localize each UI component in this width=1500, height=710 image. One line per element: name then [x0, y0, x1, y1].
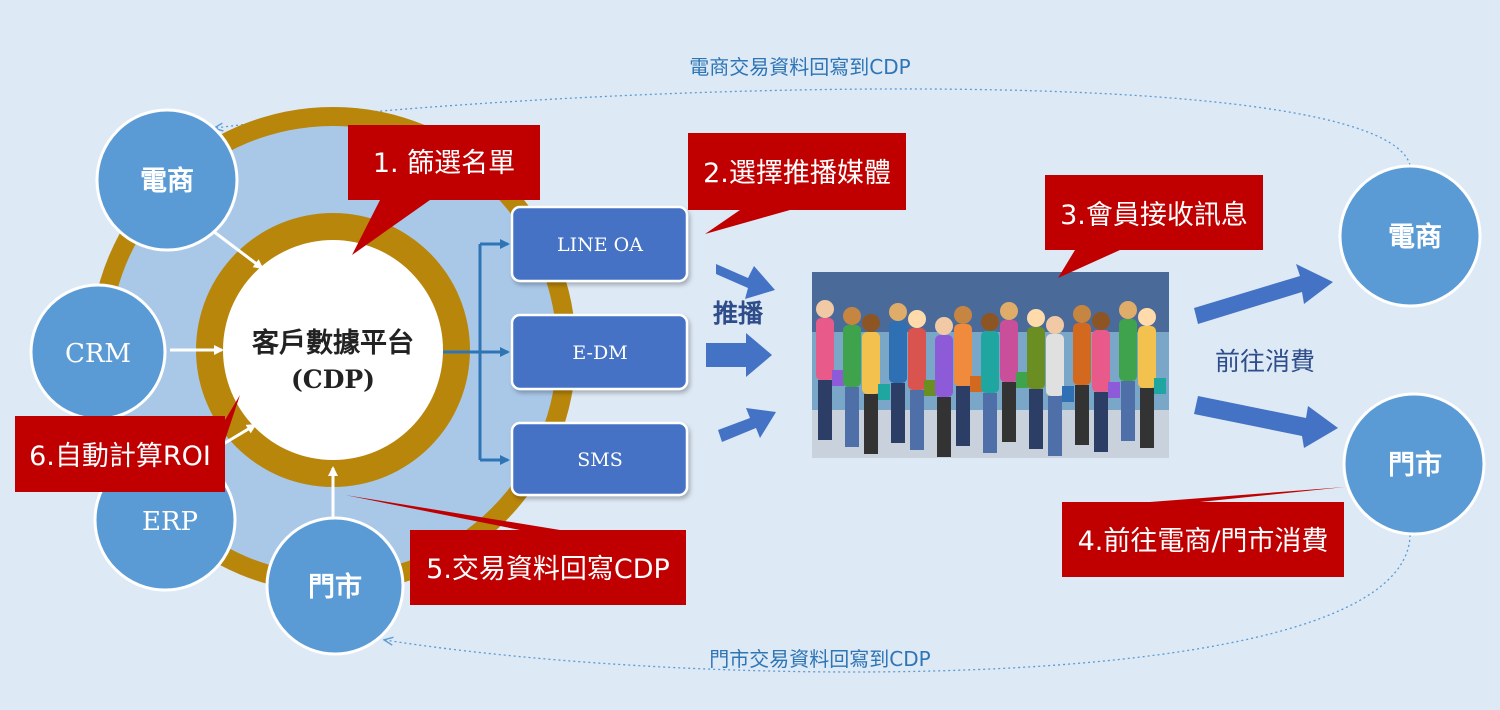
channel-sms[interactable]: SMS	[510, 421, 689, 497]
crowd-figure-head	[1046, 316, 1064, 334]
crowd-figure-body	[843, 325, 861, 387]
crowd-figure-body	[1027, 327, 1045, 389]
crowd-figure-legs	[1140, 388, 1154, 448]
crowd-figure-body	[1119, 319, 1137, 381]
crowd-figure-body	[954, 324, 972, 386]
crowd-figure-head	[1138, 308, 1156, 326]
crowd-figure-legs	[1048, 396, 1062, 456]
crowd-figure-head	[1073, 305, 1091, 323]
go-consume-label: 前往消費	[1215, 347, 1315, 376]
feedback-curve-bottom	[385, 529, 1411, 673]
crowd-figure-legs	[1121, 381, 1135, 441]
dest-store-label: 門市	[1388, 449, 1442, 481]
crowd-figure-body	[1092, 330, 1110, 392]
dest-ecommerce-label: 電商	[1388, 222, 1442, 253]
crowd-figure-head	[862, 314, 880, 332]
crowd-figure-body	[1046, 334, 1064, 396]
crowd-figure-legs	[864, 394, 878, 454]
crowd-figure-head	[1000, 302, 1018, 320]
crowd-shopping-bag	[970, 376, 982, 392]
channel-line-oa[interactable]: LINE OA	[510, 205, 689, 283]
crowd-figure-legs	[956, 386, 970, 446]
crowd-figure-legs	[891, 383, 905, 443]
crowd-figure-legs	[818, 380, 832, 440]
dest-node-ecommerce[interactable]: 電商	[1338, 164, 1482, 308]
push-label: 推播	[713, 299, 764, 328]
crowd-figure-head	[889, 303, 907, 321]
callout-step3: 3.會員接收訊息	[1045, 175, 1263, 278]
crowd-figure-head	[1119, 301, 1137, 319]
crowd-figure-body	[862, 332, 880, 394]
callout-step2-text: 2.選擇推播媒體	[703, 158, 891, 189]
source-store-label: 門市	[308, 571, 362, 603]
source-node-ecommerce[interactable]: 電商	[95, 108, 239, 252]
source-node-crm[interactable]: CRM	[29, 283, 167, 421]
crowd-shopping-bag	[1154, 378, 1166, 394]
crowd-figure-legs	[1002, 382, 1016, 442]
crowd-figure-body	[935, 335, 953, 397]
crowd-figure-body	[908, 328, 926, 390]
source-ecommerce-label: 電商	[140, 166, 194, 197]
crowd-figure-head	[954, 306, 972, 324]
feedback-label-bottom: 門市交易資料回寫到CDP	[709, 647, 930, 671]
members-crowd-image	[812, 272, 1169, 458]
crowd-figure-body	[1000, 320, 1018, 382]
feedback-curve-top	[215, 88, 1411, 166]
callout-step5: 5.交易資料回寫CDP	[345, 495, 686, 605]
crowd-figure-legs	[845, 387, 859, 447]
callout-step1-text: 1. 篩選名單	[373, 148, 515, 179]
push-arrow-down	[718, 408, 776, 442]
callout-step4-text: 4.前往電商/門市消費	[1078, 526, 1329, 557]
crowd-figure-head	[981, 313, 999, 331]
crowd-shopping-bag	[832, 370, 844, 386]
channel-line-label: LINE OA	[557, 234, 643, 256]
push-arrow-mid	[706, 333, 772, 377]
crowd-figure-legs	[1094, 392, 1108, 452]
cdp-abbr: (CDP)	[291, 365, 375, 394]
cdp-core	[223, 240, 443, 460]
crowd-figure-head	[935, 317, 953, 335]
crowd-figure-legs	[1029, 389, 1043, 449]
callout-step2: 2.選擇推播媒體	[688, 133, 906, 234]
feedback-label-top: 電商交易資料回寫到CDP	[689, 55, 910, 79]
crowd-figure-legs	[937, 397, 951, 457]
callout-step1: 1. 篩選名單	[348, 125, 540, 255]
callout-step5-text: 5.交易資料回寫CDP	[426, 554, 670, 585]
crowd-shopping-bag	[1062, 386, 1074, 402]
crowd-figure-legs	[910, 390, 924, 450]
push-arrow-up	[716, 264, 775, 299]
consume-arrow-up	[1194, 264, 1333, 324]
crowd-figure-head	[908, 310, 926, 328]
consume-arrow-down	[1194, 396, 1338, 448]
crowd-figure-legs	[983, 393, 997, 453]
crowd-shopping-bag	[878, 384, 890, 400]
crowd-figure-body	[816, 318, 834, 380]
crowd-shopping-bag	[924, 380, 936, 396]
channel-edm[interactable]: E-DM	[510, 313, 689, 391]
source-erp-label: ERP	[142, 507, 198, 537]
crowd-figure-head	[1092, 312, 1110, 330]
source-node-store[interactable]: 門市	[265, 516, 405, 656]
crowd-figure-head	[816, 300, 834, 318]
callout-step6-text: 6.自動計算ROI	[29, 441, 211, 472]
callout-step3-text: 3.會員接收訊息	[1060, 200, 1248, 231]
crowd-figure-body	[1138, 326, 1156, 388]
cdp-name: 客戶數據平台	[252, 327, 414, 359]
callout-step4: 4.前往電商/門市消費	[1062, 487, 1345, 577]
crowd-shopping-bag	[1108, 382, 1120, 398]
crowd-figure-body	[889, 321, 907, 383]
crowd-figure-legs	[1075, 385, 1089, 445]
crowd-figure-head	[1027, 309, 1045, 327]
callout-step6: 6.自動計算ROI	[15, 395, 240, 492]
crowd-figure-body	[1073, 323, 1091, 385]
dest-node-store[interactable]: 門市	[1342, 392, 1486, 536]
crowd-figure-body	[981, 331, 999, 393]
crowd-figure-head	[843, 307, 861, 325]
channel-edm-label: E-DM	[572, 342, 627, 364]
channel-sms-label: SMS	[577, 449, 623, 471]
crowd-shopping-bag	[1016, 372, 1028, 388]
source-crm-label: CRM	[65, 339, 131, 369]
